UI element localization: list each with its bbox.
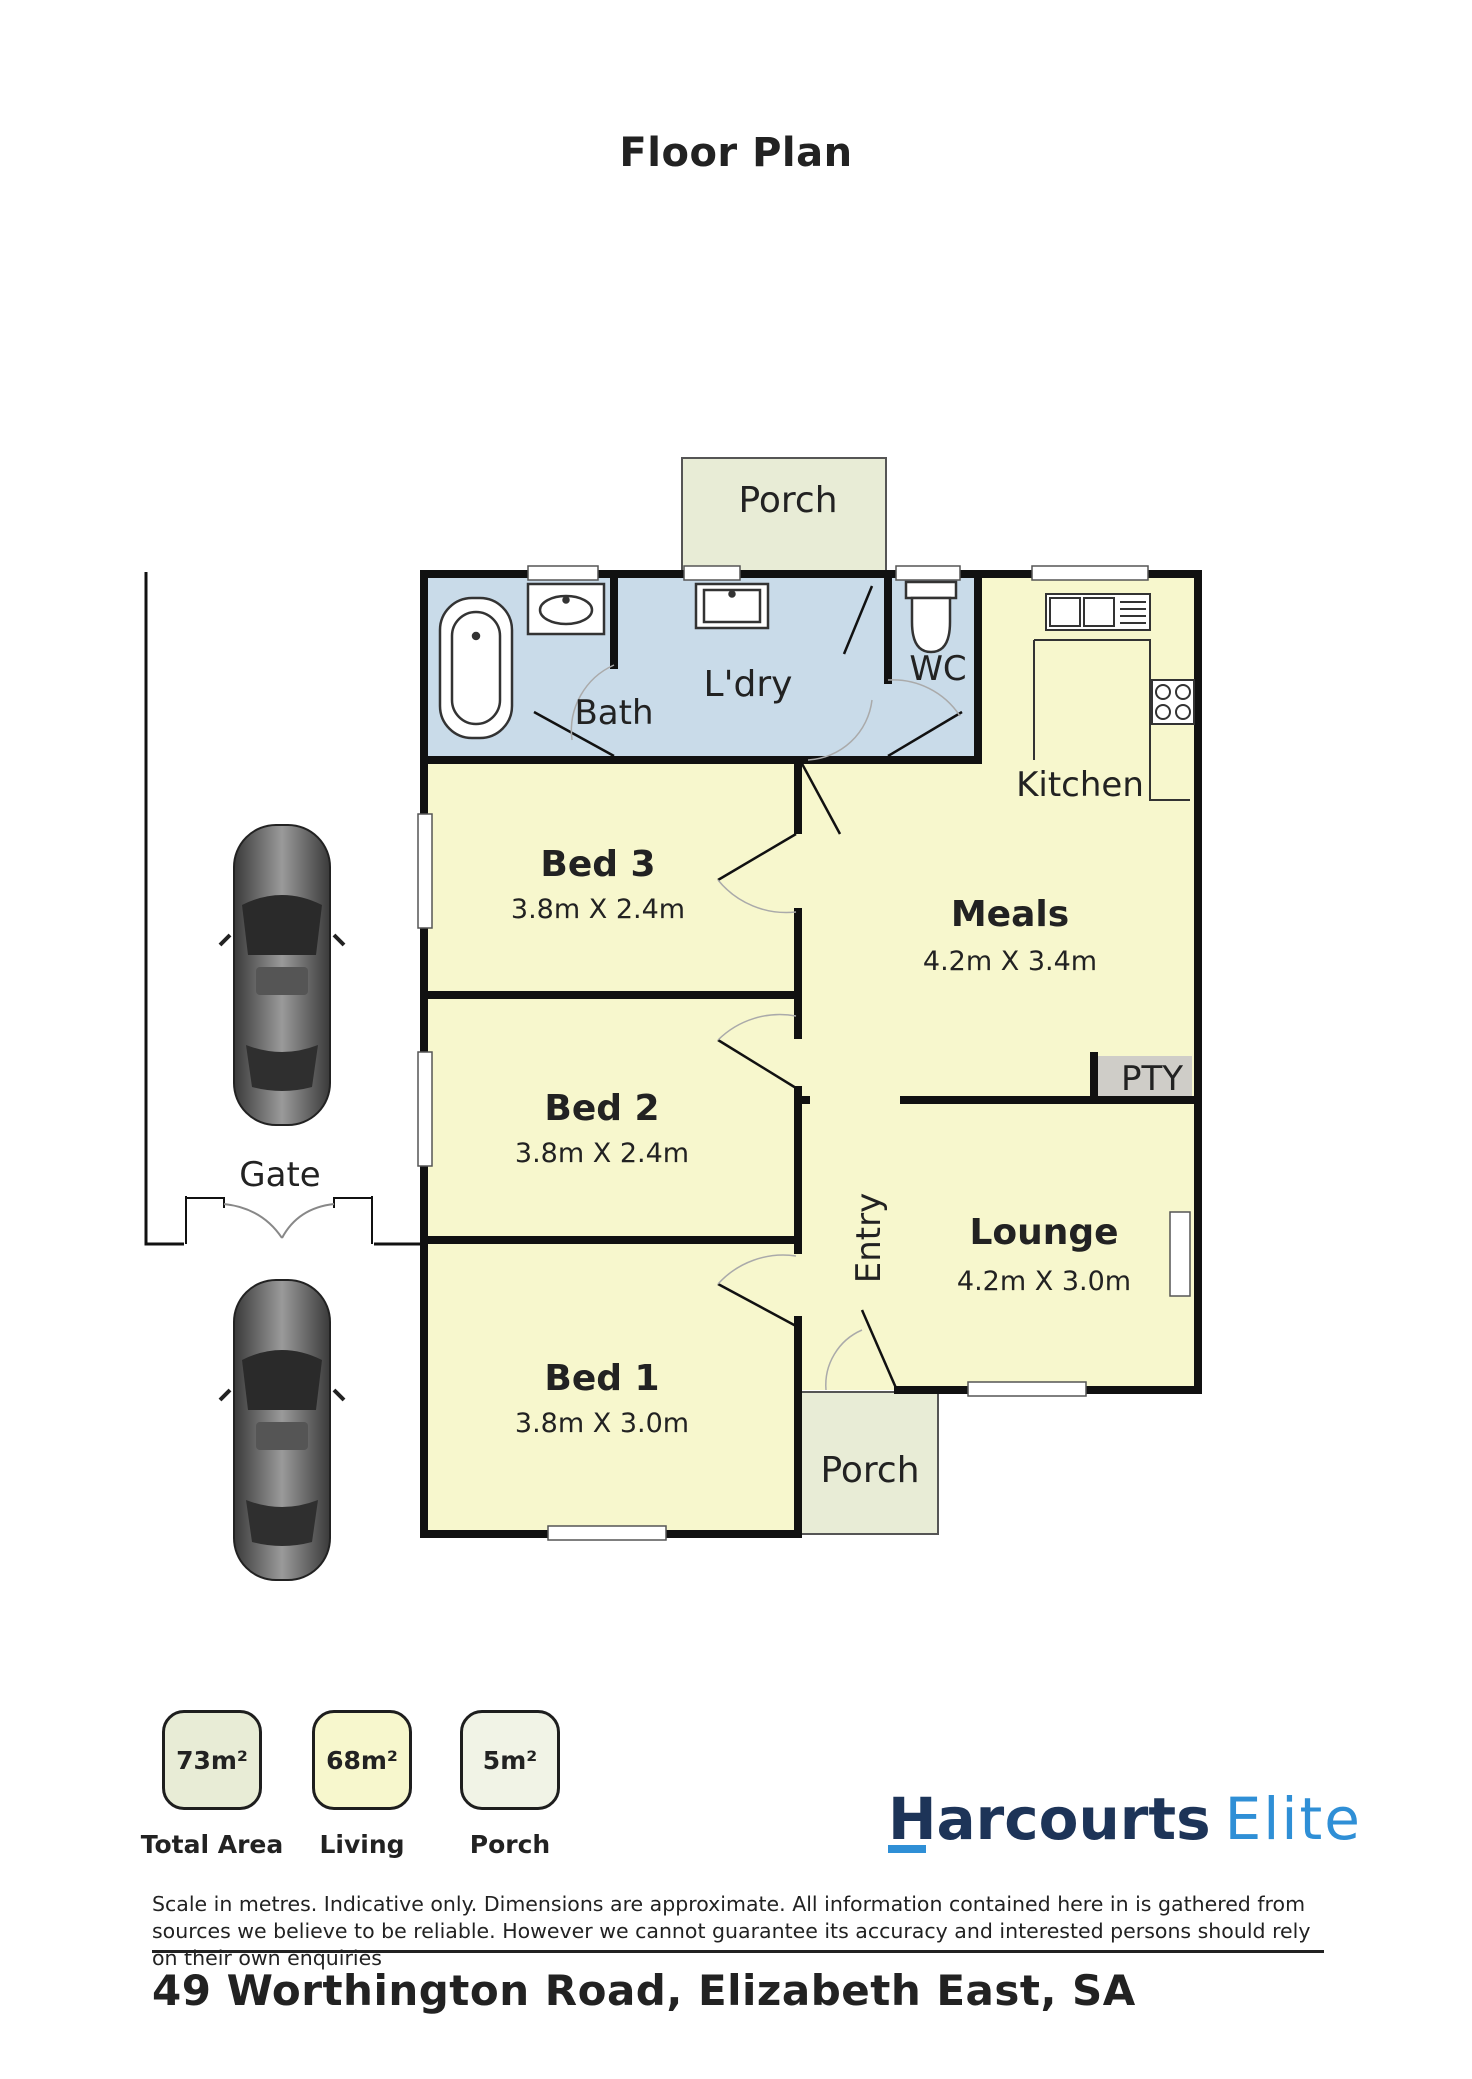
property-address: 49 Worthington Road, Elizabeth East, SA (152, 1966, 1136, 2015)
disclaimer: Scale in metres. Indicative only. Dimens… (152, 1892, 1311, 1970)
floor-plan: Gate (144, 457, 1202, 1581)
gate (185, 1196, 373, 1244)
fence-line (144, 572, 422, 1246)
room-label-lounge: Lounge (969, 1212, 1118, 1253)
cooktop-icon (1151, 679, 1195, 725)
room-label-entry: Entry (849, 1193, 889, 1283)
kitchen-sink-icon (1045, 593, 1151, 631)
room-label-porch-front: Porch (820, 1450, 919, 1491)
divider (152, 1950, 1324, 1953)
door-swings (570, 664, 961, 1391)
page-title: Floor Plan (619, 130, 853, 176)
room-label-bed2: Bed 2 (544, 1088, 659, 1129)
basin-icon (526, 582, 606, 636)
toilet-icon (904, 580, 958, 654)
porch-top-area (681, 457, 887, 573)
bedrooms-area (424, 760, 798, 1534)
doors (533, 585, 963, 1389)
gate-label: Gate (239, 1155, 320, 1195)
room-label-laundry: L'dry (704, 664, 793, 705)
room-label-bed1: Bed 1 (544, 1358, 659, 1399)
room-label-porch-top: Porch (738, 480, 837, 521)
porch-area-badge: 5m² (460, 1710, 560, 1810)
porch-area-label: Porch (469, 1830, 551, 1859)
total-area-label: Total Area (140, 1830, 284, 1859)
kitchen-bench (1033, 639, 1190, 801)
room-size-bed2: 3.8m X 2.4m (515, 1138, 689, 1169)
room-size-bed1: 3.8m X 3.0m (515, 1408, 689, 1439)
porch-front-area (799, 1391, 939, 1535)
laundry-tub-icon (694, 582, 770, 630)
walls (420, 570, 1202, 1538)
total-area-badge: 73m² (162, 1710, 262, 1810)
room-label-wc: WC (909, 649, 966, 689)
logo-brand: Harcourts (888, 1785, 1211, 1853)
living-area-badge: 68m² (312, 1710, 412, 1810)
pantry-area (1094, 1056, 1192, 1100)
logo-office: Elite (1224, 1785, 1362, 1853)
room-label-meals: Meals (951, 894, 1069, 935)
logo-accent-bar (888, 1845, 926, 1853)
room-label-kitchen: Kitchen (1016, 765, 1144, 805)
car-icon (218, 824, 346, 1126)
room-label-pantry: PTY (1121, 1059, 1183, 1099)
room-label-bath: Bath (574, 693, 653, 733)
room-label-bed3: Bed 3 (540, 844, 655, 885)
windows (417, 565, 1191, 1541)
car-icon (218, 1279, 346, 1581)
room-size-lounge: 4.2m X 3.0m (957, 1266, 1131, 1297)
room-size-bed3: 3.8m X 2.4m (511, 894, 685, 925)
bathtub-icon (438, 596, 514, 740)
living-area-label: Living (319, 1830, 405, 1859)
room-size-meals: 4.2m X 3.4m (923, 946, 1097, 977)
